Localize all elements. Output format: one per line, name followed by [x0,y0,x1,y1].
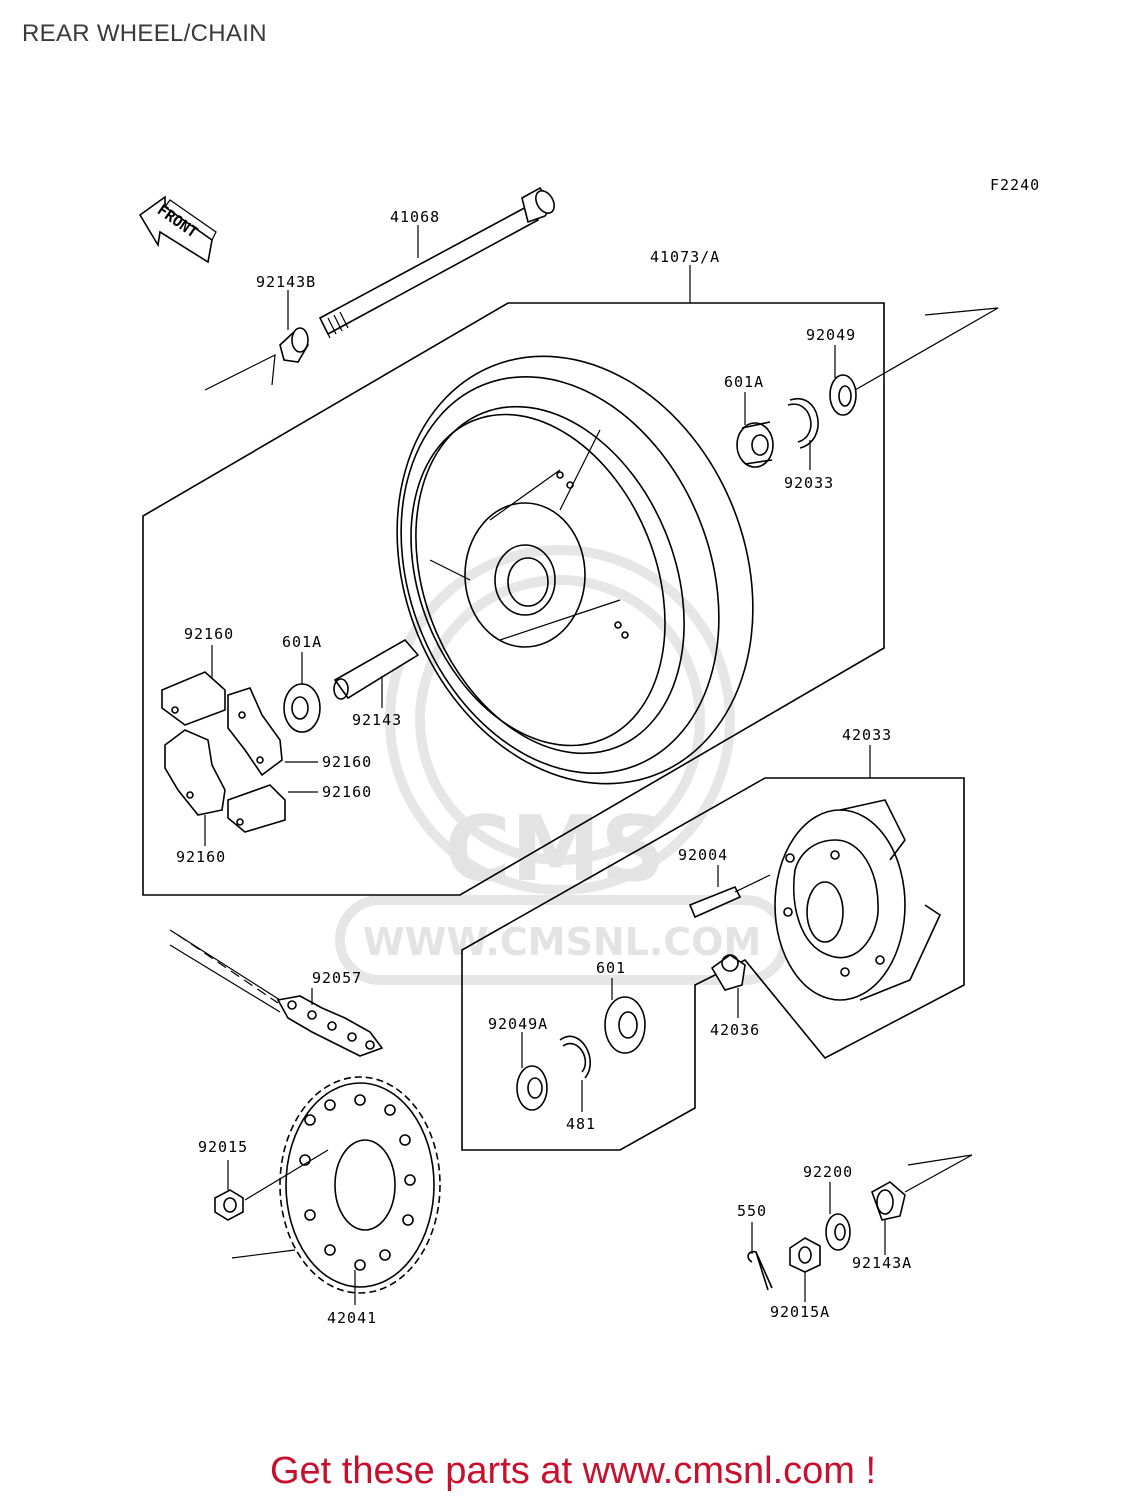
circlip-481 [559,1035,591,1079]
collar-92143a [871,1181,906,1221]
watermark-url: WWW.CMSNL.COM [363,920,762,964]
bearing-601 [604,996,646,1054]
label-92200: 92200 [803,1163,853,1181]
cotter-pin-550 [747,1250,773,1291]
label-92033: 92033 [784,474,834,492]
label-92004: 92004 [678,846,728,864]
sprocket-bolt-guides [231,1149,329,1259]
axle-guide-lower [904,1154,973,1193]
label-601: 601 [596,959,626,977]
seal-92049a [516,1065,548,1111]
label-92049: 92049 [806,326,856,344]
washer-92200 [825,1213,851,1251]
label-92160-c: 92160 [322,783,372,801]
label-92143a: 92143A [852,1254,912,1272]
label-601a-left: 601A [282,633,322,651]
label-550: 550 [737,1202,767,1220]
drive-chain-92057 [169,929,384,1057]
seal-92049 [829,374,857,416]
label-42033: 42033 [842,726,892,744]
figure-code: F2240 [990,176,1040,194]
label-92160-d: 92160 [176,848,226,866]
cmsnl-watermark: CMS WWW.CMSNL.COM [335,545,790,985]
stud-92004 [688,885,742,919]
rear-sprocket-42041 [279,1076,441,1294]
label-92143: 92143 [352,711,402,729]
watermark-logo: CMS [445,797,665,902]
label-92160-b: 92160 [322,753,372,771]
label-92015a: 92015A [770,1303,830,1321]
bearing-601a-left [283,683,321,733]
spacer-92143 [333,638,420,700]
hub-dampers-92160 [161,671,286,833]
hub-group-outline [461,777,965,1151]
label-601a-top: 601A [724,373,764,391]
nut-92015 [214,1189,244,1221]
label-42036: 42036 [710,1021,760,1039]
axle [318,186,555,339]
page-title: REAR WHEEL/CHAIN [22,20,267,47]
label-41068: 41068 [390,208,440,226]
collar-42036 [710,954,746,991]
wheel-group-outline [142,302,885,896]
label-92160-a: 92160 [184,625,234,643]
label-92049a: 92049A [488,1015,548,1033]
collar-92143b [279,327,309,363]
axle-guide-right [854,307,999,391]
circlip-92033 [787,397,819,449]
label-92015: 92015 [198,1138,248,1156]
sprocket-hub-42033 [774,799,942,1001]
castle-nut-92015a [789,1237,821,1273]
label-42041: 42041 [327,1309,377,1327]
label-92057: 92057 [312,969,362,987]
label-92143b: 92143B [256,273,316,291]
axle-guide-left [204,353,276,391]
front-label: FRONT [154,201,201,242]
front-direction-arrow: FRONT [138,195,217,264]
stud-guide [734,874,771,893]
label-481: 481 [566,1115,596,1133]
label-41073a: 41073/A [650,248,720,266]
bearing-601a-top [736,421,774,468]
rear-wheel [396,355,754,785]
footer-call-to-action[interactable]: Get these parts at www.cmsnl.com ! [269,1450,877,1492]
